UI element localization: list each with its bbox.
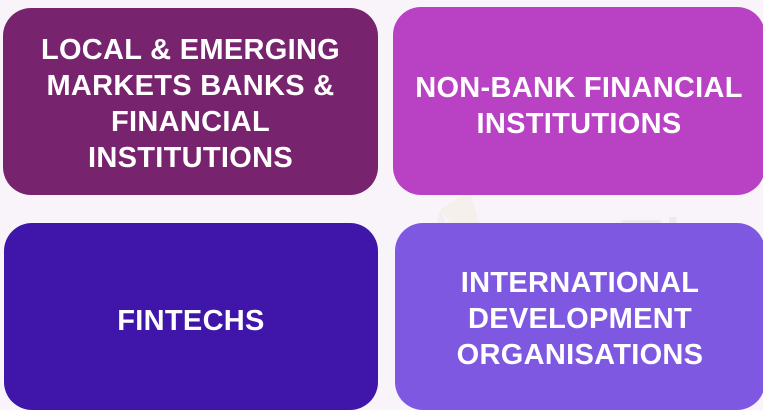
card-label: LOCAL & EMERGING MARKETS BANKS & FINANCI… — [40, 33, 341, 174]
card-local-emerging-markets-banks: LOCAL & EMERGING MARKETS BANKS & FINANCI… — [3, 8, 378, 195]
card-label: INTERNATIONAL DEVELOPMENT ORGANISATIONS — [456, 266, 704, 371]
card-non-bank-financial-institutions: NON-BANK FINANCIAL INSTITUTIONS — [393, 7, 763, 195]
card-international-development-organisations: INTERNATIONAL DEVELOPMENT ORGANISATIONS — [395, 223, 763, 410]
card-fintechs: FINTECHS — [4, 223, 378, 410]
card-label: NON-BANK FINANCIAL INSTITUTIONS — [415, 72, 743, 140]
card-label: FINTECHS — [117, 304, 265, 337]
